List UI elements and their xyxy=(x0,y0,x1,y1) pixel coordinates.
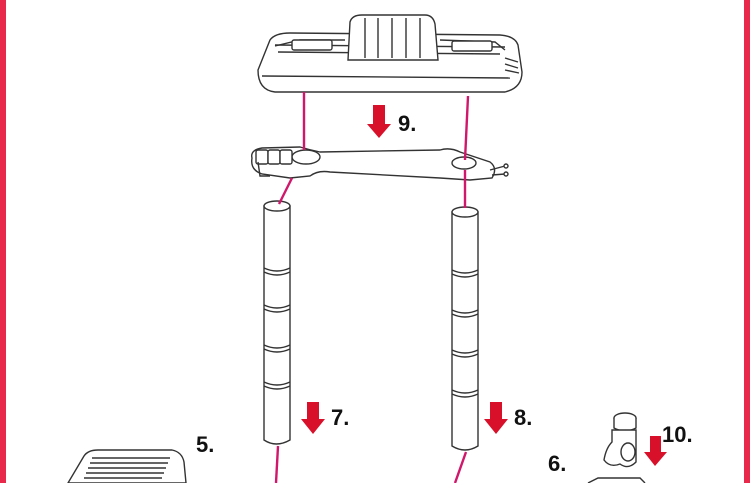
foot-piece xyxy=(67,449,187,483)
step-label-9: 9. xyxy=(398,111,416,136)
arrow-8 xyxy=(484,402,508,434)
mounting-plate xyxy=(251,146,509,181)
arrow-10 xyxy=(644,436,667,466)
step-label-8: 8. xyxy=(514,405,532,430)
arrow-7 xyxy=(301,402,325,434)
step-label-5: 5. xyxy=(196,432,214,457)
step-label-7: 7. xyxy=(331,405,349,430)
step-label-6: 6. xyxy=(548,451,566,476)
left-column xyxy=(263,200,291,445)
right-column xyxy=(451,206,479,451)
top-cover xyxy=(257,14,523,93)
step-label-10: 10. xyxy=(662,422,693,447)
arrow-9 xyxy=(367,105,391,138)
clamp-part xyxy=(587,412,646,483)
